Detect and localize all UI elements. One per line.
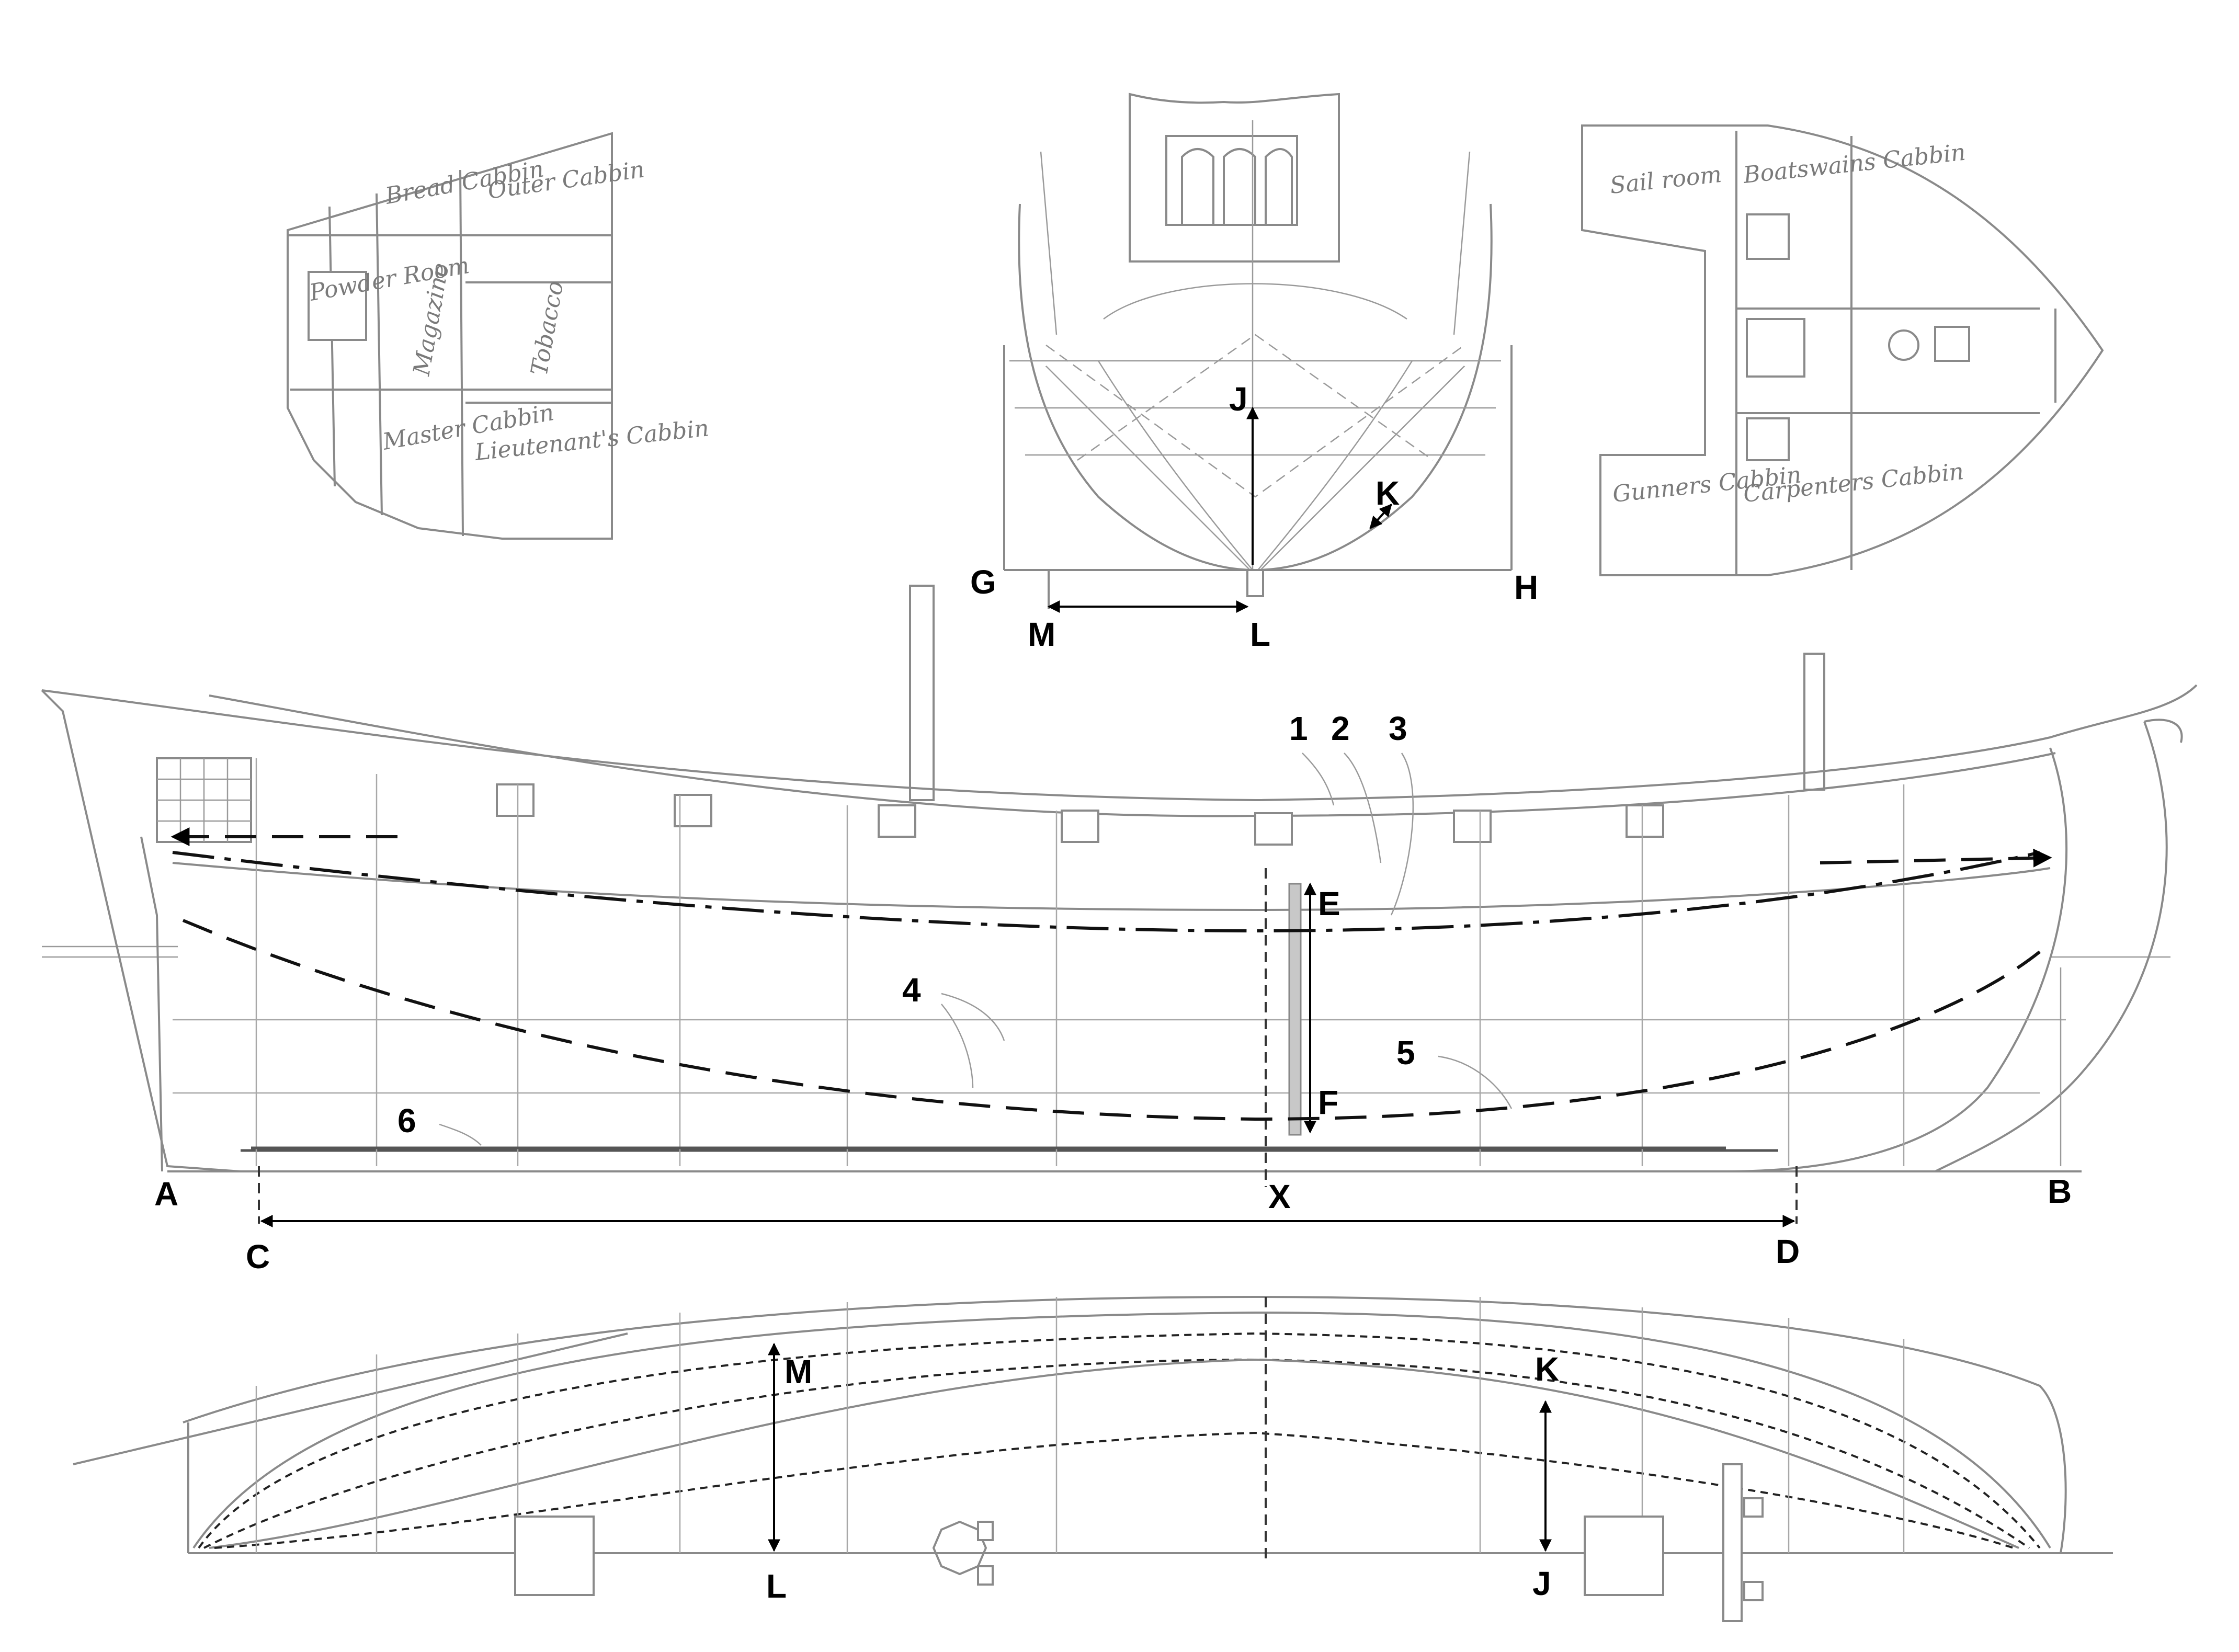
label-l-side: L (766, 1567, 787, 1605)
label-5: 5 (1396, 1034, 1415, 1072)
label-c: C (246, 1238, 270, 1275)
label-6: 6 (397, 1102, 416, 1140)
label-j-side: J (1532, 1565, 1551, 1602)
label-g: G (970, 563, 996, 601)
fore-deck-plan: Sail room Boatswains Cabbin Gunners Cabb… (1581, 124, 2104, 576)
label-e: E (1318, 885, 1340, 922)
label-k-side: K (1535, 1350, 1559, 1388)
label-j-top: J (1229, 380, 1248, 418)
sail-room-label: Sail room (1609, 161, 1723, 199)
label-k-top: K (1376, 474, 1400, 512)
label-f: F (1318, 1084, 1338, 1121)
label-x: X (1268, 1178, 1291, 1215)
label-3: 3 (1389, 710, 1407, 747)
label-m-side: M (785, 1353, 812, 1391)
tobacco-label: Tobacco (526, 279, 569, 378)
label-b: B (2048, 1172, 2072, 1210)
label-h: H (1514, 568, 1538, 606)
label-l-top: L (1250, 616, 1270, 653)
half-breadth-plan: M L K J (73, 1295, 2113, 1622)
profile-view: A B C D E F X 1 2 3 4 5 6 (41, 585, 2198, 1275)
label-d: D (1776, 1233, 1800, 1270)
label-4: 4 (902, 971, 921, 1009)
aft-deck-plan: Bread Cabbin Outer Cabbin Powder Room Ma… (287, 132, 710, 540)
label-1: 1 (1289, 710, 1308, 747)
label-m-top: M (1028, 616, 1055, 653)
label-2: 2 (1331, 710, 1350, 747)
label-a: A (154, 1175, 178, 1213)
body-section-view: G H J K M L (970, 93, 1538, 653)
